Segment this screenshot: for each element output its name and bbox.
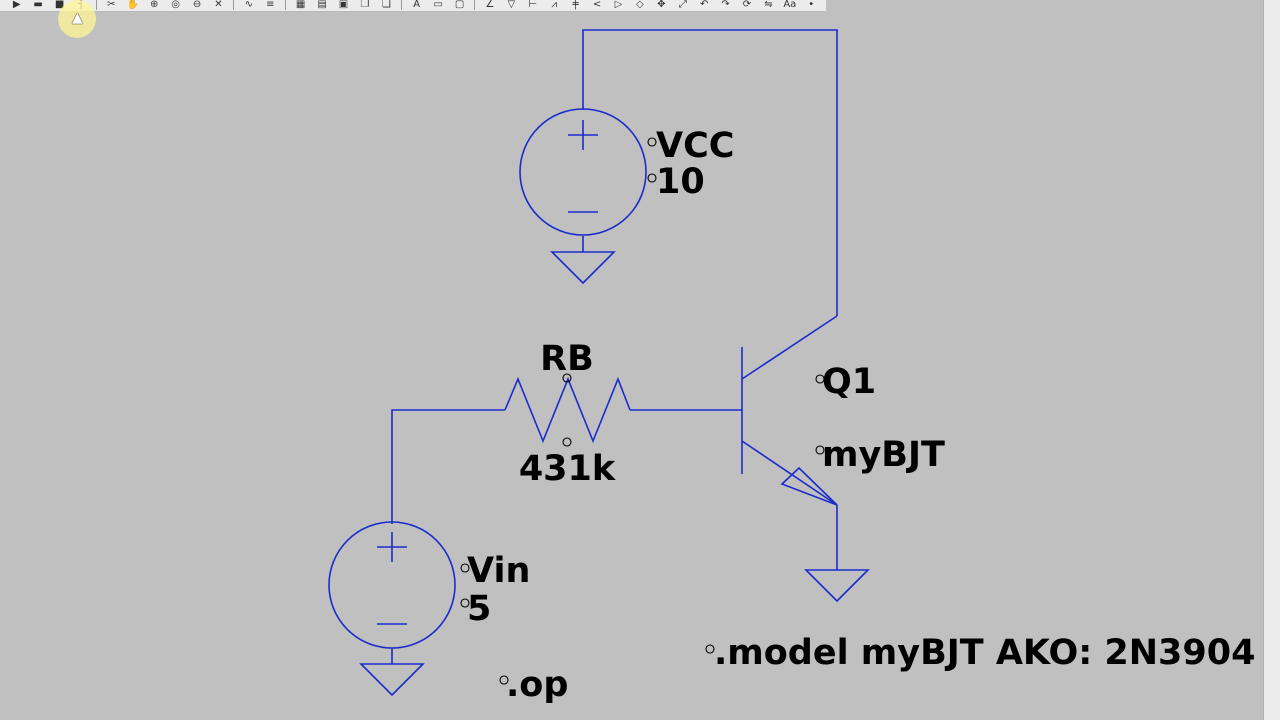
wire-icon[interactable]: ∠	[485, 0, 495, 10]
spice-directive-icon[interactable]: •	[808, 0, 815, 10]
vin-value-label[interactable]: 5	[467, 589, 491, 629]
waveform-icon[interactable]: ∿	[244, 0, 254, 10]
resistor-value-label[interactable]: 431k	[519, 449, 616, 489]
zoom-in-icon[interactable]: ⊕	[150, 0, 159, 10]
resistor-rb[interactable]	[504, 376, 631, 444]
save-icon[interactable]: ■	[54, 0, 65, 10]
mirror-icon[interactable]: ⇋	[764, 0, 773, 10]
toolbar-separator	[284, 0, 286, 10]
zoom-out-icon[interactable]: ⊖	[192, 0, 202, 10]
zoom-fit-icon[interactable]: ◎	[171, 0, 180, 10]
ground-symbol[interactable]	[804, 569, 870, 603]
preview-icon[interactable]: ▢	[454, 0, 465, 10]
vcc-value-label[interactable]: 10	[656, 162, 705, 202]
model-directive[interactable]: .model myBJT AKO: 2N3904 N	[714, 633, 1264, 673]
label-icon[interactable]: ⊢	[528, 0, 538, 10]
toolbar: ▶▬■┤✂✋⊕◎⊖✕∿≡▦▤▣❐❏A▭▢∠▽⊢⩘╪<▷◇✥⤢↶↷⟳⇋Aa•	[0, 0, 826, 12]
resistor-icon[interactable]: ⩘	[551, 0, 557, 10]
component-icon[interactable]: ◇	[636, 0, 644, 10]
vcc-name-label[interactable]: VCC	[656, 126, 734, 166]
copy-icon[interactable]: ❐	[360, 0, 370, 10]
paste-icon[interactable]: ❏	[381, 0, 391, 10]
hand-icon[interactable]: ✋	[126, 0, 139, 10]
move-icon[interactable]: ✥	[657, 0, 666, 10]
text-icon[interactable]: Aa	[783, 0, 797, 10]
plus-sign-icon	[377, 532, 407, 562]
toolbar-separator	[401, 0, 402, 10]
wire-vin-to-resistor[interactable]	[391, 409, 505, 524]
find-icon[interactable]: A	[413, 0, 421, 10]
cursor-highlight	[58, 0, 96, 38]
cut-icon[interactable]: ✂	[107, 0, 116, 10]
transistor-model-label[interactable]: myBJT	[822, 435, 945, 475]
tile-icon[interactable]: ▦	[295, 0, 306, 10]
diode-icon[interactable]: ▷	[614, 0, 623, 10]
vin-name-label[interactable]: Vin	[467, 551, 530, 591]
cancel-icon[interactable]: ✕	[214, 0, 223, 10]
vcc-voltage-source[interactable]	[519, 108, 647, 236]
ground-symbol[interactable]	[359, 663, 425, 697]
inductor-icon[interactable]: <	[592, 0, 602, 10]
transistor-name-label[interactable]: Q1	[822, 362, 876, 402]
open-icon[interactable]: ▬	[33, 0, 43, 10]
ground-icon[interactable]: ▽	[507, 0, 516, 10]
right-scrollbar[interactable]	[1263, 0, 1280, 720]
toolbar-separator	[95, 0, 97, 10]
wire-vcc-to-collector[interactable]	[582, 29, 838, 316]
close-window-icon[interactable]: ▣	[338, 0, 349, 10]
wires[interactable]	[391, 29, 838, 664]
align-icon[interactable]: ≡	[266, 0, 275, 10]
redo-icon[interactable]: ↷	[721, 0, 730, 10]
op-directive[interactable]: .op	[506, 665, 568, 705]
toolbar-separator	[474, 0, 476, 10]
run-icon[interactable]: ▶	[12, 0, 21, 10]
plus-sign-icon	[568, 120, 598, 150]
print-icon[interactable]: ▭	[433, 0, 443, 10]
drag-icon[interactable]: ⤢	[678, 0, 687, 10]
capacitor-icon[interactable]: ╪	[572, 0, 579, 10]
undo-icon[interactable]: ↶	[699, 0, 709, 10]
mouse-cursor-icon: ▲	[72, 10, 83, 26]
toolbar-separator	[233, 0, 235, 10]
label-anchors	[460, 137, 825, 685]
vin-voltage-source[interactable]	[328, 521, 456, 649]
npn-transistor-q1[interactable]	[741, 315, 838, 506]
resistor-name-label[interactable]: RB	[540, 339, 594, 379]
emitter-arrow-icon	[780, 466, 838, 506]
rotate-icon[interactable]: ⟳	[742, 0, 752, 10]
ground-symbol[interactable]	[550, 251, 616, 285]
cascade-icon[interactable]: ▤	[317, 0, 327, 10]
